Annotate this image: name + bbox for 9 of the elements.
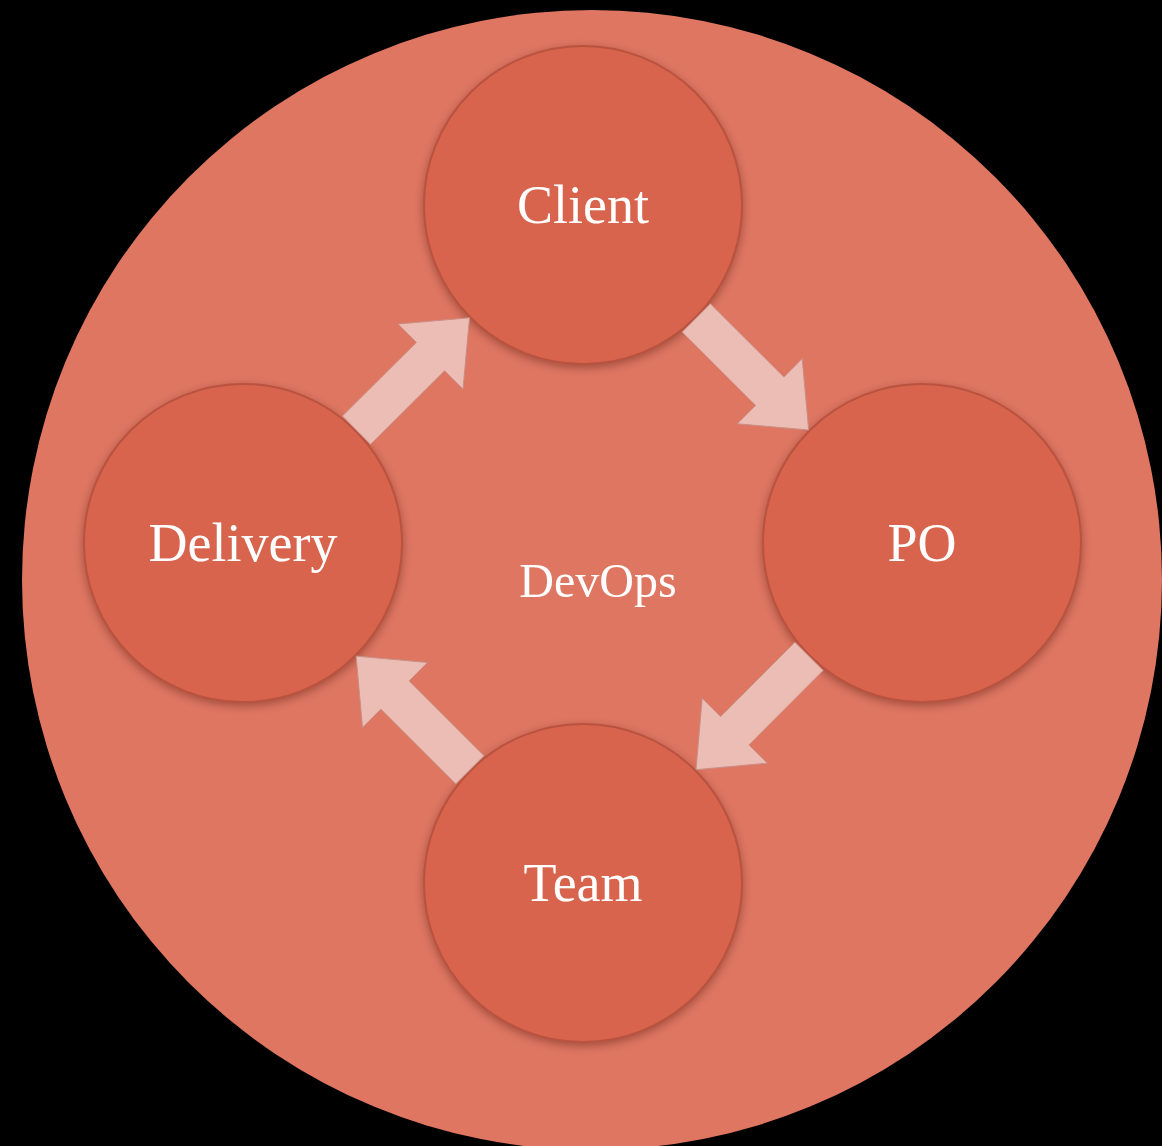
node-label: PO [887,512,957,574]
block-arrow [695,641,824,771]
block-arrow [355,655,485,785]
node-label: Team [523,852,643,914]
block-arrow [341,317,470,445]
block-arrow [681,303,810,431]
node-label: DevOps [519,552,677,608]
node-label: Delivery [148,512,338,574]
node-label: Client [517,174,649,236]
